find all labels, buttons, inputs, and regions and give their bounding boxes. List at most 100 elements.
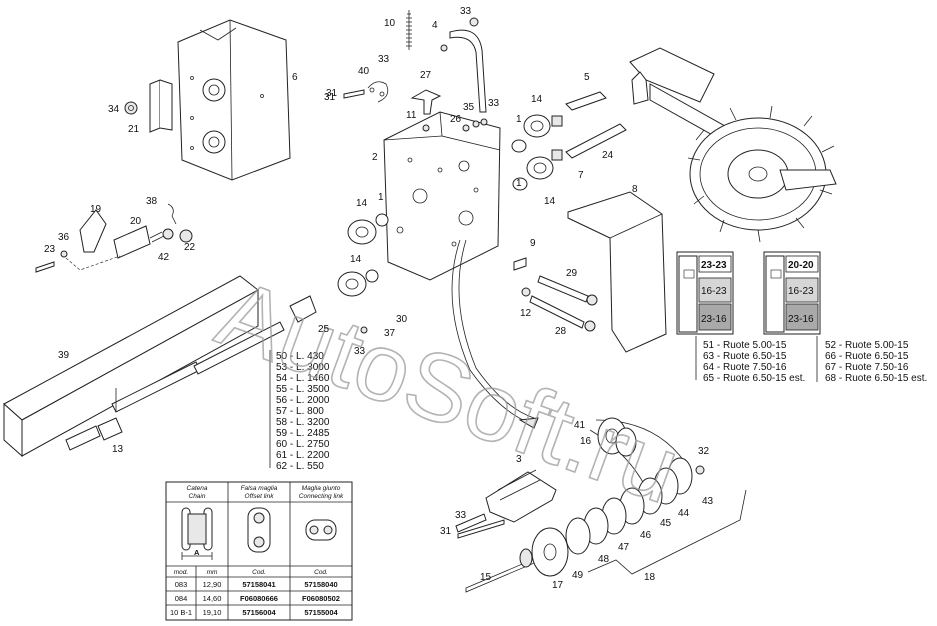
- length-legend-item: 58 - L. 3200: [276, 417, 330, 428]
- chain-guard-cover: [567, 191, 667, 353]
- callout-label: 45: [660, 518, 672, 529]
- callout-label: 13: [112, 444, 124, 455]
- callout-label: 33: [460, 6, 472, 17]
- chain-row-3-mod: 10 B-1: [170, 608, 192, 617]
- wheels-legend-item: 64 - Ruote 7.50-16: [703, 362, 787, 373]
- chain-row-1-mm: 12,90: [203, 580, 222, 589]
- callout-label: 16: [580, 436, 592, 447]
- ratio-left-row-2: 23-16: [701, 314, 727, 325]
- lever-27: [410, 89, 488, 132]
- length-legend-item: 54 - L. 1460: [276, 373, 330, 384]
- callout-label: 7: [578, 170, 584, 181]
- wheels-legend-item: 52 - Ruote 5.00-15: [825, 340, 909, 351]
- chain-header-2a: Falsa maglia: [241, 485, 278, 492]
- callout-label: 22: [184, 242, 196, 253]
- callout-label: 25: [318, 324, 330, 335]
- chain-subheader-mod: mod.: [174, 569, 189, 576]
- chain-row-2-connecting: F06080502: [302, 594, 340, 603]
- callout-label: 31: [440, 526, 452, 537]
- callout-label: 5: [584, 72, 590, 83]
- callout-label: 11: [406, 110, 417, 121]
- ratio-right-row-1: 16-23: [788, 286, 814, 297]
- chain-row-3-connecting: 57155004: [304, 608, 338, 617]
- wheels-legend-item: 67 - Ruote 7.50-16: [825, 362, 909, 373]
- callout-label: 9: [530, 238, 536, 249]
- callout-label: 14: [531, 94, 543, 105]
- callout-label: 29: [566, 268, 578, 279]
- connecting-link-drawing: [305, 519, 337, 541]
- ratio-box-left: 23-23 16-23 23-16: [676, 251, 734, 335]
- callout-label: 38: [146, 196, 158, 207]
- ratio-left-title: 23-23: [701, 260, 727, 271]
- bracket-21: [124, 79, 173, 133]
- callout-label: 23: [44, 244, 56, 255]
- chain-header-1a: Catena: [187, 485, 208, 492]
- callout-label: 14: [544, 196, 556, 207]
- chain-link-drawing: A: [181, 507, 213, 560]
- callout-label: 47: [618, 542, 630, 553]
- chain-header-1b: Chain: [189, 493, 206, 500]
- chain-subheader-cod-2: Cod.: [314, 569, 328, 576]
- length-legend-item: 62 - L. 550: [276, 461, 324, 472]
- main-frame-plate: [383, 111, 501, 281]
- offset-link-drawing: [247, 507, 271, 553]
- wheel-assembly: [629, 47, 837, 243]
- callout-label: 48: [598, 554, 610, 565]
- chain-row-3-offset: 57156004: [242, 608, 276, 617]
- callout-label: 40: [358, 66, 370, 77]
- chain-row-1-offset: 57158041: [242, 580, 275, 589]
- callout-label: 34: [108, 104, 120, 115]
- callout-label: 24: [602, 150, 614, 161]
- ratio-right-row-2: 23-16: [788, 314, 814, 325]
- chain-header-2b: Offset link: [245, 493, 275, 500]
- chain-header-3a: Maglia giunto: [302, 485, 341, 492]
- chain-row-3-mm: 19,10: [203, 608, 222, 617]
- callout-label: 33: [488, 98, 500, 109]
- length-legend-item: 57 - L. 800: [276, 406, 324, 417]
- wheels-legend-item: 63 - Ruote 6.50-15: [703, 351, 787, 362]
- callout-label: 20: [130, 216, 142, 227]
- callout-label: 3: [516, 454, 522, 465]
- callout-label: 1: [378, 192, 384, 203]
- chain-table: Catena Chain Falsa maglia Offset link Ma…: [165, 481, 353, 621]
- callout-label: 18: [644, 572, 656, 583]
- chain-dim-a: A: [194, 548, 200, 557]
- ratio-box-right: 20-20 16-23 23-16: [763, 251, 821, 335]
- callout-labels: 1112345678910111213141414141516171819202…: [44, 6, 714, 591]
- callout-label: 1: [516, 114, 522, 125]
- callout-label: 12: [520, 308, 532, 319]
- bushings-lower: [289, 213, 389, 334]
- long-square-tube: [3, 275, 285, 458]
- chain-piece-40: [343, 81, 389, 103]
- callout-label: 17: [552, 580, 564, 591]
- callout-label: 42: [158, 252, 170, 263]
- chain-row-2-offset: F06080666: [240, 594, 278, 603]
- ratio-right-title: 20-20: [788, 260, 814, 271]
- bolts-28-29: [513, 257, 598, 332]
- spring-rod: [406, 10, 487, 113]
- sprocket-stack: [455, 417, 747, 593]
- length-legend-item: 50 - L. 430: [276, 351, 324, 362]
- square-shafts: [565, 91, 627, 159]
- callout-label: 30: [396, 314, 408, 325]
- callout-label: 39: [58, 350, 70, 361]
- wheels-legend-item: 66 - Ruote 6.50-15: [825, 351, 909, 362]
- callout-label: 4: [432, 20, 438, 31]
- callout-label: 49: [572, 570, 584, 581]
- length-legend-item: 60 - L. 2750: [276, 439, 330, 450]
- callout-label: 2: [372, 152, 378, 163]
- callout-label: 27: [420, 70, 432, 81]
- length-legend-item: 55 - L. 3500: [276, 384, 330, 395]
- callout-label: 15: [480, 572, 492, 583]
- gearbox-housing: [177, 19, 291, 181]
- callout-label: 8: [632, 184, 638, 195]
- callout-label: 31: [324, 92, 336, 103]
- callout-label: 28: [555, 326, 567, 337]
- callout-label: 32: [698, 446, 710, 457]
- length-legend-item: 59 - L. 2485: [276, 428, 330, 439]
- callout-label: 10: [384, 18, 396, 29]
- ratio-left-row-1: 16-23: [701, 286, 727, 297]
- chain-header-3b: Connecting link: [299, 493, 344, 500]
- callout-label: 37: [384, 328, 396, 339]
- callout-label: 31: [326, 88, 338, 99]
